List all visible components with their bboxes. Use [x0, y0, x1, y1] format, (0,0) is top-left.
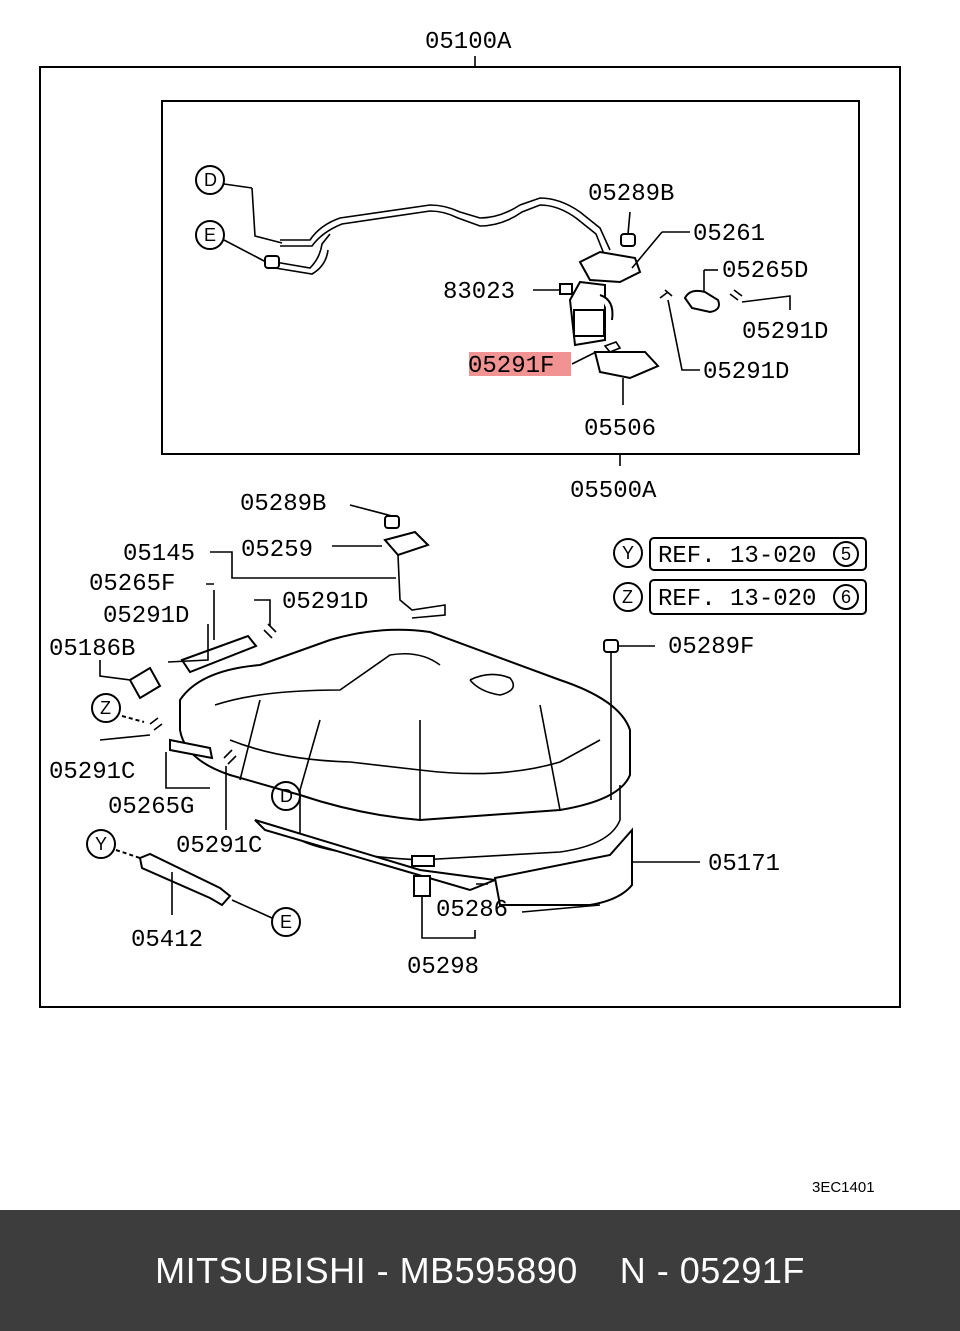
part-caption-bar: MITSUBISHI - MB595890 N - 05291F — [0, 1210, 960, 1331]
marker-d: D — [204, 170, 217, 190]
ref-y-text: REF. 13-020 — [658, 543, 816, 570]
ref-y-num: 5 — [841, 544, 851, 564]
separator-2: - — [646, 1249, 680, 1291]
separator: - — [366, 1249, 400, 1291]
part-05298: 05298 — [407, 954, 479, 981]
inset-part-05265D: 05265D — [722, 258, 808, 285]
marker-e-main: E — [280, 912, 292, 932]
part-05265G: 05265G — [108, 794, 194, 821]
inset-label: 05500A — [570, 478, 657, 505]
part-05286: 05286 — [436, 897, 508, 924]
position-code: 05291F — [679, 1249, 805, 1291]
highlight-05291F — [469, 352, 571, 376]
part-05259: 05259 — [241, 537, 313, 564]
position-prefix: N — [619, 1249, 647, 1291]
gap — [578, 1250, 620, 1292]
assembly-label: 05100A — [425, 29, 512, 56]
marker-z-circle-main — [91, 693, 121, 723]
assembly-frame — [39, 66, 901, 1008]
ref-z-marker: Z — [622, 587, 633, 607]
ref-z-marker-circle — [613, 582, 643, 612]
ref-y-box — [649, 537, 867, 571]
part-05291C-a: 05291C — [49, 759, 135, 786]
part-05265F: 05265F — [89, 571, 175, 598]
part-05412: 05412 — [131, 927, 203, 954]
part-05186B: 05186B — [49, 636, 135, 663]
ref-z-num: 6 — [841, 587, 851, 607]
marker-d-main: D — [280, 786, 293, 806]
ref-z-text: REF. 13-020 — [658, 586, 816, 613]
part-05291D-a: 05291D — [103, 603, 189, 630]
inset-part-05289B: 05289B — [588, 181, 674, 208]
marker-d-circle-main — [271, 781, 301, 811]
inset-part-05261: 05261 — [693, 221, 765, 248]
part-05291D-b: 05291D — [282, 589, 368, 616]
part-number: MB595890 — [399, 1249, 578, 1291]
ref-y-marker: Y — [622, 543, 634, 563]
marker-e-circle — [195, 220, 225, 250]
marker-d-circle — [195, 165, 225, 195]
parts-diagram: 05100A 05500A D E 05289B 05261 83023 052… — [39, 29, 901, 1196]
part-05289F: 05289F — [668, 634, 754, 661]
marker-e: E — [204, 225, 216, 245]
inset-part-05506: 05506 — [584, 416, 656, 443]
part-05289B: 05289B — [240, 491, 326, 518]
inset-part-83023: 83023 — [443, 279, 515, 306]
inset-part-05291D-a: 05291D — [742, 319, 828, 346]
brand: MITSUBISHI — [155, 1249, 367, 1291]
ref-y-marker-circle — [613, 538, 643, 568]
marker-e-circle-main — [271, 907, 301, 937]
inset-part-05291D-b: 05291D — [703, 359, 789, 386]
inset-frame — [161, 100, 860, 455]
part-05291C-b: 05291C — [176, 833, 262, 860]
marker-z-main: Z — [100, 698, 111, 718]
inset-part-05291F: 05291F — [468, 353, 554, 380]
marker-y-circle-main — [86, 829, 116, 859]
part-05145: 05145 — [123, 541, 195, 568]
part-05171: 05171 — [708, 851, 780, 878]
drawing-code: 3EC1401 — [812, 1179, 875, 1196]
marker-y-main: Y — [95, 834, 107, 854]
ref-z-box — [649, 579, 867, 615]
